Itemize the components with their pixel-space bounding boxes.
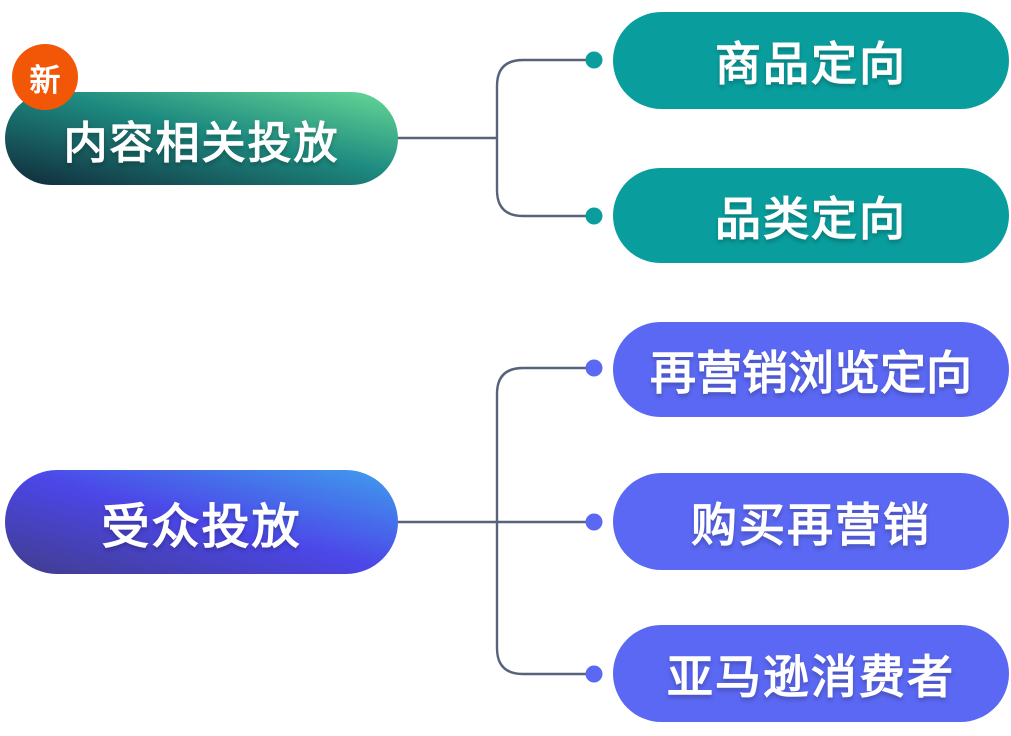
node-category-targeting: 品类定向 [613,168,1009,263]
branch-dot-purchase-remarketing [585,513,603,531]
connector-content-branch [495,58,594,218]
branch-dot-category-targeting [585,207,603,225]
branch-dot-product-targeting [585,51,603,69]
node-amazon-consumers: 亚马逊消费者 [613,625,1009,722]
branch-dot-remarketing-views [585,359,603,377]
branch-dot-amazon-consumers [585,665,603,683]
new-badge: 新 [12,44,78,110]
node-product-targeting: 商品定向 [613,12,1009,109]
node-purchase-remarketing: 购买再营销 [613,473,1009,570]
node-audience-targeting: 受众投放 [5,470,398,574]
connector-audience-branch [495,366,594,676]
node-remarketing-views-targeting: 再营销浏览定向 [613,322,1009,417]
node-content-related-targeting: 内容相关投放 [5,92,398,185]
